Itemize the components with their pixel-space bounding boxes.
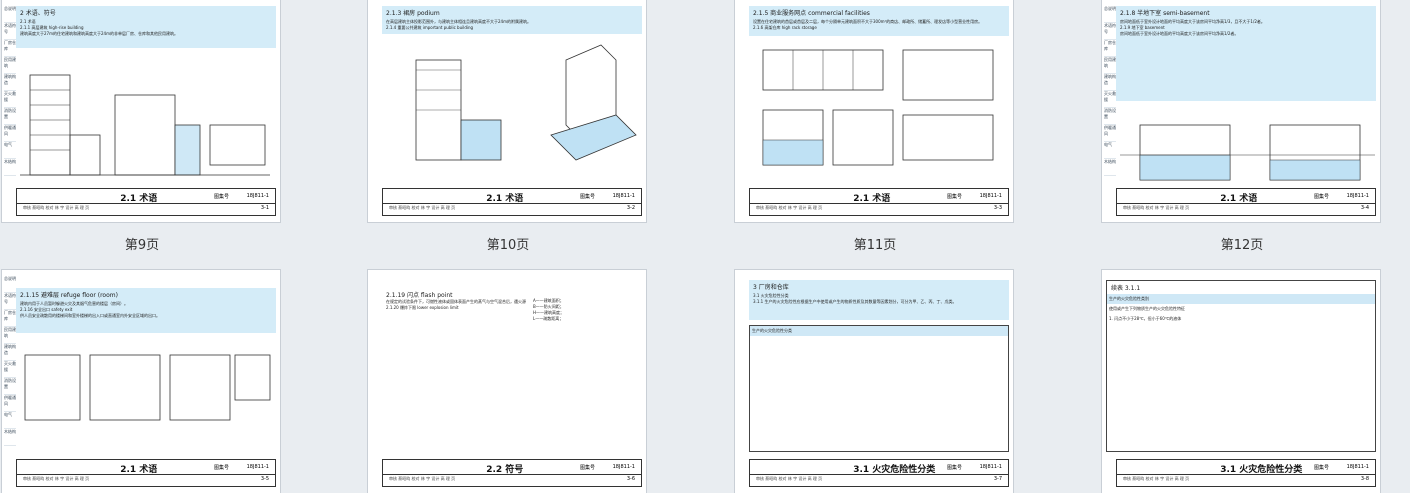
stair-plan-drawing (24, 354, 271, 421)
page-label-12: 第12页 (1220, 238, 1264, 253)
text-band: 2 术语、符号 2.1 术语 2.1.1 高层建筑 high-rise buil… (16, 6, 276, 48)
title-block: 2.1 术语 图集号 18J811-1 审核 蔡昭昀 校对 林 宇 设计 高 理… (16, 459, 276, 487)
text-band: 3 厂房和仓库 3.1 火灾危险性分类 3.1.1 生产的火灾危险性应根据生产中… (749, 280, 1009, 320)
title-block: 2.1 术语 图集号 18J811-1 审核 蔡昭昀 校对 林 宇 设计 高 理… (1116, 188, 1376, 216)
title-block: 3.1 火灾危险性分类 图集号 18J811-1 审核 蔡昭昀 校对 林 宇 设… (1116, 459, 1376, 487)
text-band: 2.1.3 裙房 podium 在高层建筑主体投影范围外，与建筑主体相连且建筑高… (382, 6, 642, 34)
page-label-9: 第9页 (124, 238, 160, 253)
title-block: 2.1 术语 图集号 18J811-1 审核 蔡昭昀 校对 林 宇 设计 高 理… (16, 188, 276, 216)
classification-table: 续表 3.1.1 生产的火灾危险性类别 使用或产生下列物质生产的火灾危险性特征 … (1106, 280, 1376, 452)
sidebar-index: 总说明术语符号厂房仓库民用建筑建筑构造灭火救援消防设置供暖通风电气木结构 (4, 6, 16, 182)
text-band: 2.1.15 避难层 refuge floor (room) 建筑内用于人员暂时… (16, 288, 276, 333)
title-block: 2.1 术语 图集号 18J811-1 审核 蔡昭昀 校对 林 宇 设计 高 理… (382, 188, 642, 216)
title-block: 3.1 火灾危险性分类 图集号 18J811-1 审核 蔡昭昀 校对 林 宇 设… (749, 459, 1009, 487)
text-column: 2.1.19 闪点 flash point 在规定的试验条件下，可燃性液体或固体… (386, 292, 526, 310)
text-band: 2.1.5 商业服务网点 commercial facilities 设置在住宅… (749, 6, 1009, 36)
page-thumbnail-12[interactable]: 总说明术语符号厂房仓库民用建筑建筑构造灭火救援消防设置供暖通风电气木结构 2.1… (1102, 0, 1380, 222)
page-thumbnail-11[interactable]: 2.1.5 商业服务网点 commercial facilities 设置在住宅… (735, 0, 1013, 222)
classification-table: 生产的火灾危险性分类 (749, 325, 1009, 452)
page-thumbnail-16[interactable]: 续表 3.1.1 生产的火灾危险性类别 使用或产生下列物质生产的火灾危险性特征 … (1102, 270, 1380, 493)
symbol-list: A——建筑面积； B——防火间距； H——建筑高度； L——疏散距离； (533, 298, 565, 321)
section-drawing (1120, 124, 1375, 181)
page-thumbnail-9[interactable]: 总说明术语符号厂房仓库民用建筑建筑构造灭火救援消防设置供暖通风电气木结构 2 术… (2, 0, 280, 222)
floor-plan-drawing (762, 49, 994, 166)
sidebar-index: 总说明术语符号厂房仓库民用建筑建筑构造灭火救援消防设置供暖通风电气木结构 (1104, 6, 1116, 182)
page-thumbnail-10[interactable]: 2.1.3 裙房 podium 在高层建筑主体投影范围外，与建筑主体相连且建筑高… (368, 0, 646, 222)
page-thumbnail-13[interactable]: 总说明术语符号厂房仓库民用建筑建筑构造灭火救援消防设置供暖通风电气木结构 2.1… (2, 270, 280, 493)
building-drawing (20, 74, 270, 176)
page-thumbnail-14[interactable]: 2.1.19 闪点 flash point 在规定的试验条件下，可燃性液体或固体… (368, 270, 646, 493)
page-label-11: 第11页 (853, 238, 897, 253)
text-band: 2.1.8 半地下室 semi-basement 房间地面低于室外设计地面的平均… (1116, 6, 1376, 101)
title-block: 2.1 术语 图集号 18J811-1 审核 蔡昭昀 校对 林 宇 设计 高 理… (749, 188, 1009, 216)
title-block: 2.2 符号 图集号 18J811-1 审核 蔡昭昀 校对 林 宇 设计 高 理… (382, 459, 642, 487)
page-label-10: 第10页 (486, 238, 530, 253)
page-thumbnail-15[interactable]: 3 厂房和仓库 3.1 火灾危险性分类 3.1.1 生产的火灾危险性应根据生产中… (735, 270, 1013, 493)
isometric-building-drawing (415, 44, 637, 161)
sidebar-index: 总说明术语符号厂房仓库民用建筑建筑构造灭火救援消防设置供暖通风电气木结构 (4, 276, 16, 453)
